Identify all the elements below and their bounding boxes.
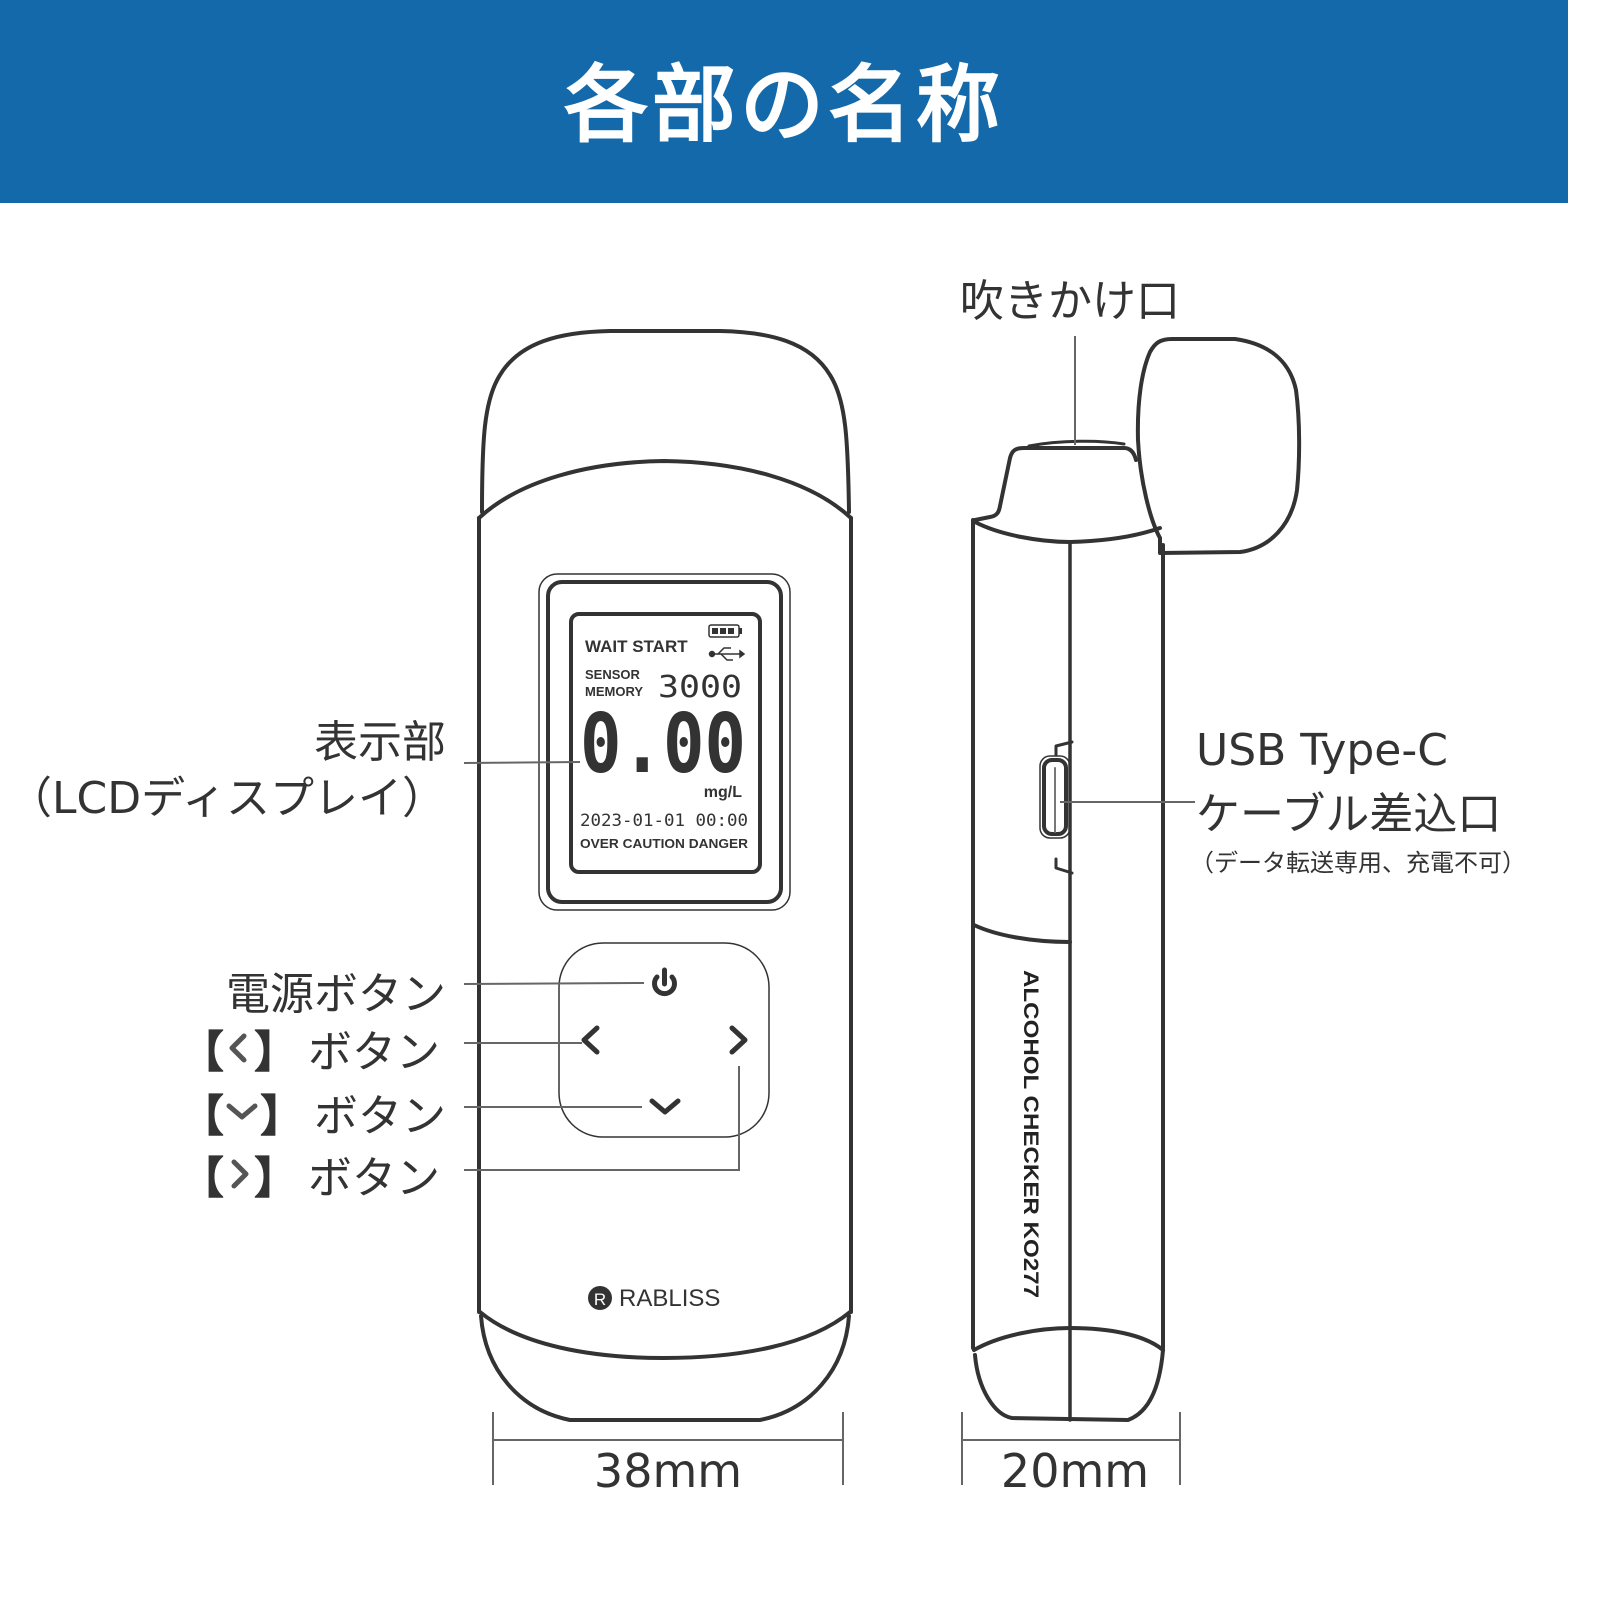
front-bottom-cap <box>479 1314 851 1422</box>
left-button[interactable] <box>581 1025 600 1055</box>
leader-power <box>463 982 645 985</box>
power-icon <box>652 974 677 997</box>
label-power-button: 電源ボタン <box>226 969 446 1020</box>
front-cap-outline <box>480 329 851 514</box>
bracket-close: 】 <box>254 1027 298 1078</box>
button-pad <box>558 942 770 1138</box>
side-bottom-cap <box>973 1348 1165 1422</box>
battery-icon <box>708 624 742 638</box>
label-usb: USB Type-C <box>1196 725 1448 776</box>
label-text: ボタン <box>308 1153 440 1204</box>
lcd-bezel-outer <box>538 573 791 911</box>
lcd-memory-label: MEMORY <box>585 684 643 699</box>
lcd-reading: 0.00 <box>580 697 746 792</box>
leader-display <box>463 761 581 764</box>
lcd-levels: OVER CAUTION DANGER <box>580 836 749 851</box>
right-button[interactable] <box>729 1025 748 1055</box>
front-body-sides <box>477 516 853 1314</box>
label-right-button: 【 】 ボタン <box>180 1142 440 1206</box>
mouthpiece-nozzle <box>973 446 1138 522</box>
lcd-unit: mg/L <box>704 784 742 801</box>
side-bottom-seam <box>972 1326 1165 1352</box>
bracket-open: 【 <box>180 1027 224 1078</box>
leader-lines <box>463 336 1195 1485</box>
front-view-device <box>477 329 853 1422</box>
lcd-sensor-label: SENSOR <box>585 667 641 682</box>
usb-icon <box>708 647 746 661</box>
bracket-open: 【 <box>180 1153 224 1204</box>
usb-housing <box>1054 740 1074 875</box>
lcd-screen <box>569 612 762 874</box>
chevron-right-icon <box>231 1159 249 1189</box>
bracket-open: 【 <box>180 1091 224 1142</box>
mouthpiece-tip <box>1027 439 1126 448</box>
page-title: 各部の名称 <box>563 56 1004 154</box>
lcd-datetime: 2023-01-01 00:00 <box>580 811 748 831</box>
thickness-dimension: 20mm <box>1001 1444 1149 1498</box>
brand-logo-letter: R <box>594 1290 606 1309</box>
front-cap-seam <box>477 459 853 520</box>
label-usb-note: （データ転送専用、充電不可） <box>1190 849 1526 877</box>
device-diagram: WAIT START SENSOR MEMORY 3000 0.00 mg/L … <box>463 329 1302 1498</box>
leader-right <box>464 1066 740 1171</box>
brand-logo: R RABLISS <box>588 1285 720 1312</box>
usb-port-outer <box>1039 755 1071 839</box>
width-dimension: 38mm <box>594 1444 742 1498</box>
label-usb-sub: ケーブル差込口 <box>1196 789 1502 840</box>
label-text: ボタン <box>308 1027 440 1078</box>
chevron-down-icon <box>226 1103 258 1120</box>
power-button[interactable] <box>652 967 677 997</box>
label-down-button: 【 】 ボタン <box>180 1080 446 1144</box>
label-left-button: 【 】 ボタン <box>180 1016 440 1080</box>
lcd-bezel <box>546 580 783 904</box>
label-mouthpiece: 吹きかけ口 <box>960 276 1180 327</box>
side-body-sides <box>971 518 1165 1350</box>
front-bottom-seam <box>478 1310 852 1360</box>
down-button[interactable] <box>649 1098 681 1115</box>
bracket-close: 】 <box>254 1153 298 1204</box>
side-mid-seam <box>972 923 1072 944</box>
side-view-device <box>971 337 1302 1422</box>
flip-cap <box>1135 337 1302 555</box>
usb-port <box>1042 758 1068 836</box>
label-display: 表示部 <box>314 717 446 768</box>
side-top-seam <box>973 520 1162 544</box>
lcd-memory-count: 3000 <box>658 670 742 705</box>
model-text: ALCOHOL CHECKER KO277 <box>1019 970 1042 1298</box>
lcd-status: WAIT START <box>585 637 688 656</box>
lcd-contents: WAIT START SENSOR MEMORY 3000 0.00 mg/L … <box>580 624 749 851</box>
page-header: 各部の名称 <box>0 0 1568 203</box>
label-display-sub: （LCDディスプレイ） <box>7 773 446 824</box>
bracket-close: 】 <box>260 1091 304 1142</box>
brand-name: RABLISS <box>619 1285 720 1312</box>
chevron-left-icon <box>229 1033 247 1063</box>
label-text: ボタン <box>314 1091 446 1142</box>
